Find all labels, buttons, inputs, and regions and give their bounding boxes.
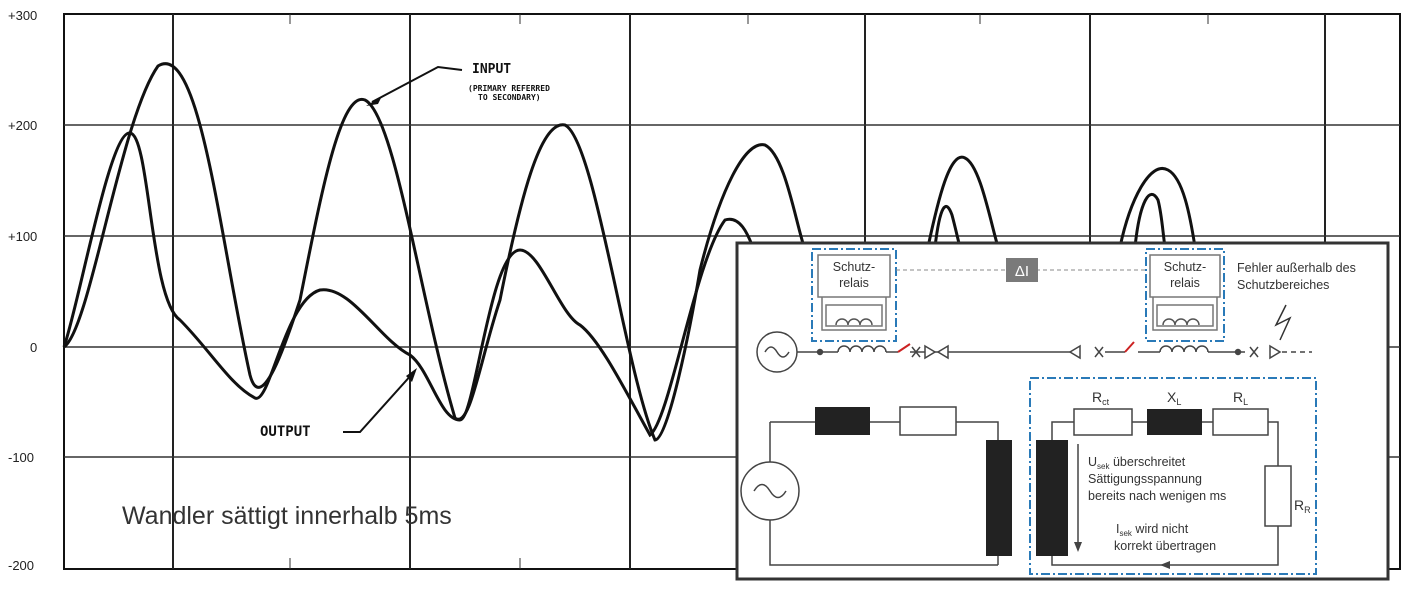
- relay-right-coil-frame: [1152, 297, 1218, 331]
- input-arrow: [371, 65, 463, 103]
- r-ct-label: Rct: [1092, 389, 1110, 407]
- x-l-label: XL: [1167, 389, 1181, 407]
- x-l-inductor: [1147, 409, 1202, 435]
- y-axis-labels: +300 +200 +100 0 -100 -200: [8, 8, 37, 573]
- y-tick-label: -200: [8, 558, 34, 573]
- node-dot: [1234, 348, 1242, 356]
- secondary-loop: [1051, 421, 1279, 566]
- breaker-fault-icon: [1249, 346, 1259, 358]
- relay-left-coil-frame: [821, 297, 887, 331]
- sine-icon: [764, 346, 790, 358]
- output-label: OUTPUT: [260, 424, 311, 440]
- relay-right: [1149, 254, 1221, 298]
- relay-right-line1: Schutz-: [1164, 260, 1206, 274]
- ct-right-icon: [1159, 345, 1209, 353]
- relay-left-line2: relais: [839, 276, 869, 290]
- i-sek-line2: korrekt übertragen: [1114, 539, 1216, 553]
- input-sublabel-1: (PRIMARY REFERRED: [468, 84, 550, 93]
- plug-fault-icon: [1269, 344, 1282, 360]
- primary-inductor: [815, 407, 870, 435]
- y-tick-label: 0: [30, 340, 37, 355]
- plug-left-icon: [924, 344, 949, 360]
- switch-right: [1124, 341, 1135, 353]
- relay-left-coil: [835, 318, 873, 326]
- input-sublabel-2: TO SECONDARY): [478, 93, 541, 102]
- saturation-line2: Sättigungsspannung: [1088, 472, 1202, 486]
- primary-resistor: [899, 406, 957, 436]
- u-sek-line1: Usek überschreitet: [1088, 455, 1186, 471]
- arrow-head: [1074, 542, 1082, 552]
- output-pulse: [1133, 193, 1167, 248]
- output-pulse: [933, 204, 962, 248]
- minor-ticks: [289, 14, 1209, 569]
- node-dot: [816, 348, 824, 356]
- circuit-overlay: Schutz- relais Schutz- relais ΔI Fehler …: [735, 241, 1390, 581]
- plot-frame: [63, 13, 1401, 570]
- arrow-head: [406, 368, 417, 382]
- equivalent-circuit: Rct XL RL RR Usek überschreitet Sättigun…: [740, 377, 1317, 575]
- relay-right-coil: [1162, 318, 1200, 326]
- input-pulse: [926, 155, 1000, 248]
- i-sek-line1: Isek wird nicht: [1116, 522, 1189, 538]
- relay-left: [817, 254, 891, 298]
- r-l-label: RL: [1233, 389, 1248, 407]
- lightning-icon: [1274, 304, 1292, 341]
- input-annotation: INPUT (PRIMARY REFERRED TO SECONDARY): [366, 62, 550, 106]
- output-annotation: OUTPUT: [260, 368, 417, 440]
- delta-box: [1006, 258, 1038, 282]
- breaker-right-icon: [1094, 346, 1104, 358]
- output-arrow: [343, 372, 414, 433]
- relay-group-left: [811, 248, 897, 342]
- delta-label: ΔI: [1015, 263, 1029, 280]
- relay-right-line2: relais: [1170, 276, 1200, 290]
- y-tick-label: +100: [8, 229, 37, 244]
- sine-icon: [753, 483, 787, 499]
- relay-group-right: [1145, 248, 1225, 342]
- transformer-secondary: [1036, 440, 1068, 556]
- fault-line1: Fehler außerhalb des: [1237, 261, 1356, 275]
- fault-line2: Schutzbereiches: [1237, 278, 1329, 292]
- relay-left-line1: Schutz-: [833, 260, 875, 274]
- ct-left-icon: [837, 345, 887, 353]
- transformer-primary: [986, 440, 1012, 556]
- y-tick-label: -100: [8, 450, 34, 465]
- y-tick-label: +300: [8, 8, 37, 23]
- secondary-region: [1029, 377, 1317, 575]
- caption: Wandler sättigt innerhalb 5ms: [122, 502, 452, 530]
- breaker-left-icon: [911, 346, 921, 358]
- switch-left: [897, 343, 911, 353]
- primary-loop: [769, 421, 999, 566]
- current-arrow-icon: [1160, 561, 1170, 569]
- y-tick-label: +200: [8, 118, 37, 133]
- late-pulses: [926, 155, 1197, 248]
- r-ct-resistor: [1073, 408, 1133, 436]
- input-label: INPUT: [472, 62, 511, 77]
- r-r-resistor: [1264, 465, 1292, 527]
- plug-right-icon: [1068, 344, 1081, 360]
- saturation-line3: bereits nach wenigen ms: [1088, 489, 1226, 503]
- input-pulse: [1118, 166, 1197, 248]
- arrow-head: [366, 96, 382, 106]
- input-curve: [62, 62, 807, 442]
- output-curve: [62, 131, 754, 438]
- primary-line: [756, 331, 1312, 373]
- r-l-resistor: [1212, 408, 1269, 436]
- r-r-label: RR: [1294, 497, 1311, 515]
